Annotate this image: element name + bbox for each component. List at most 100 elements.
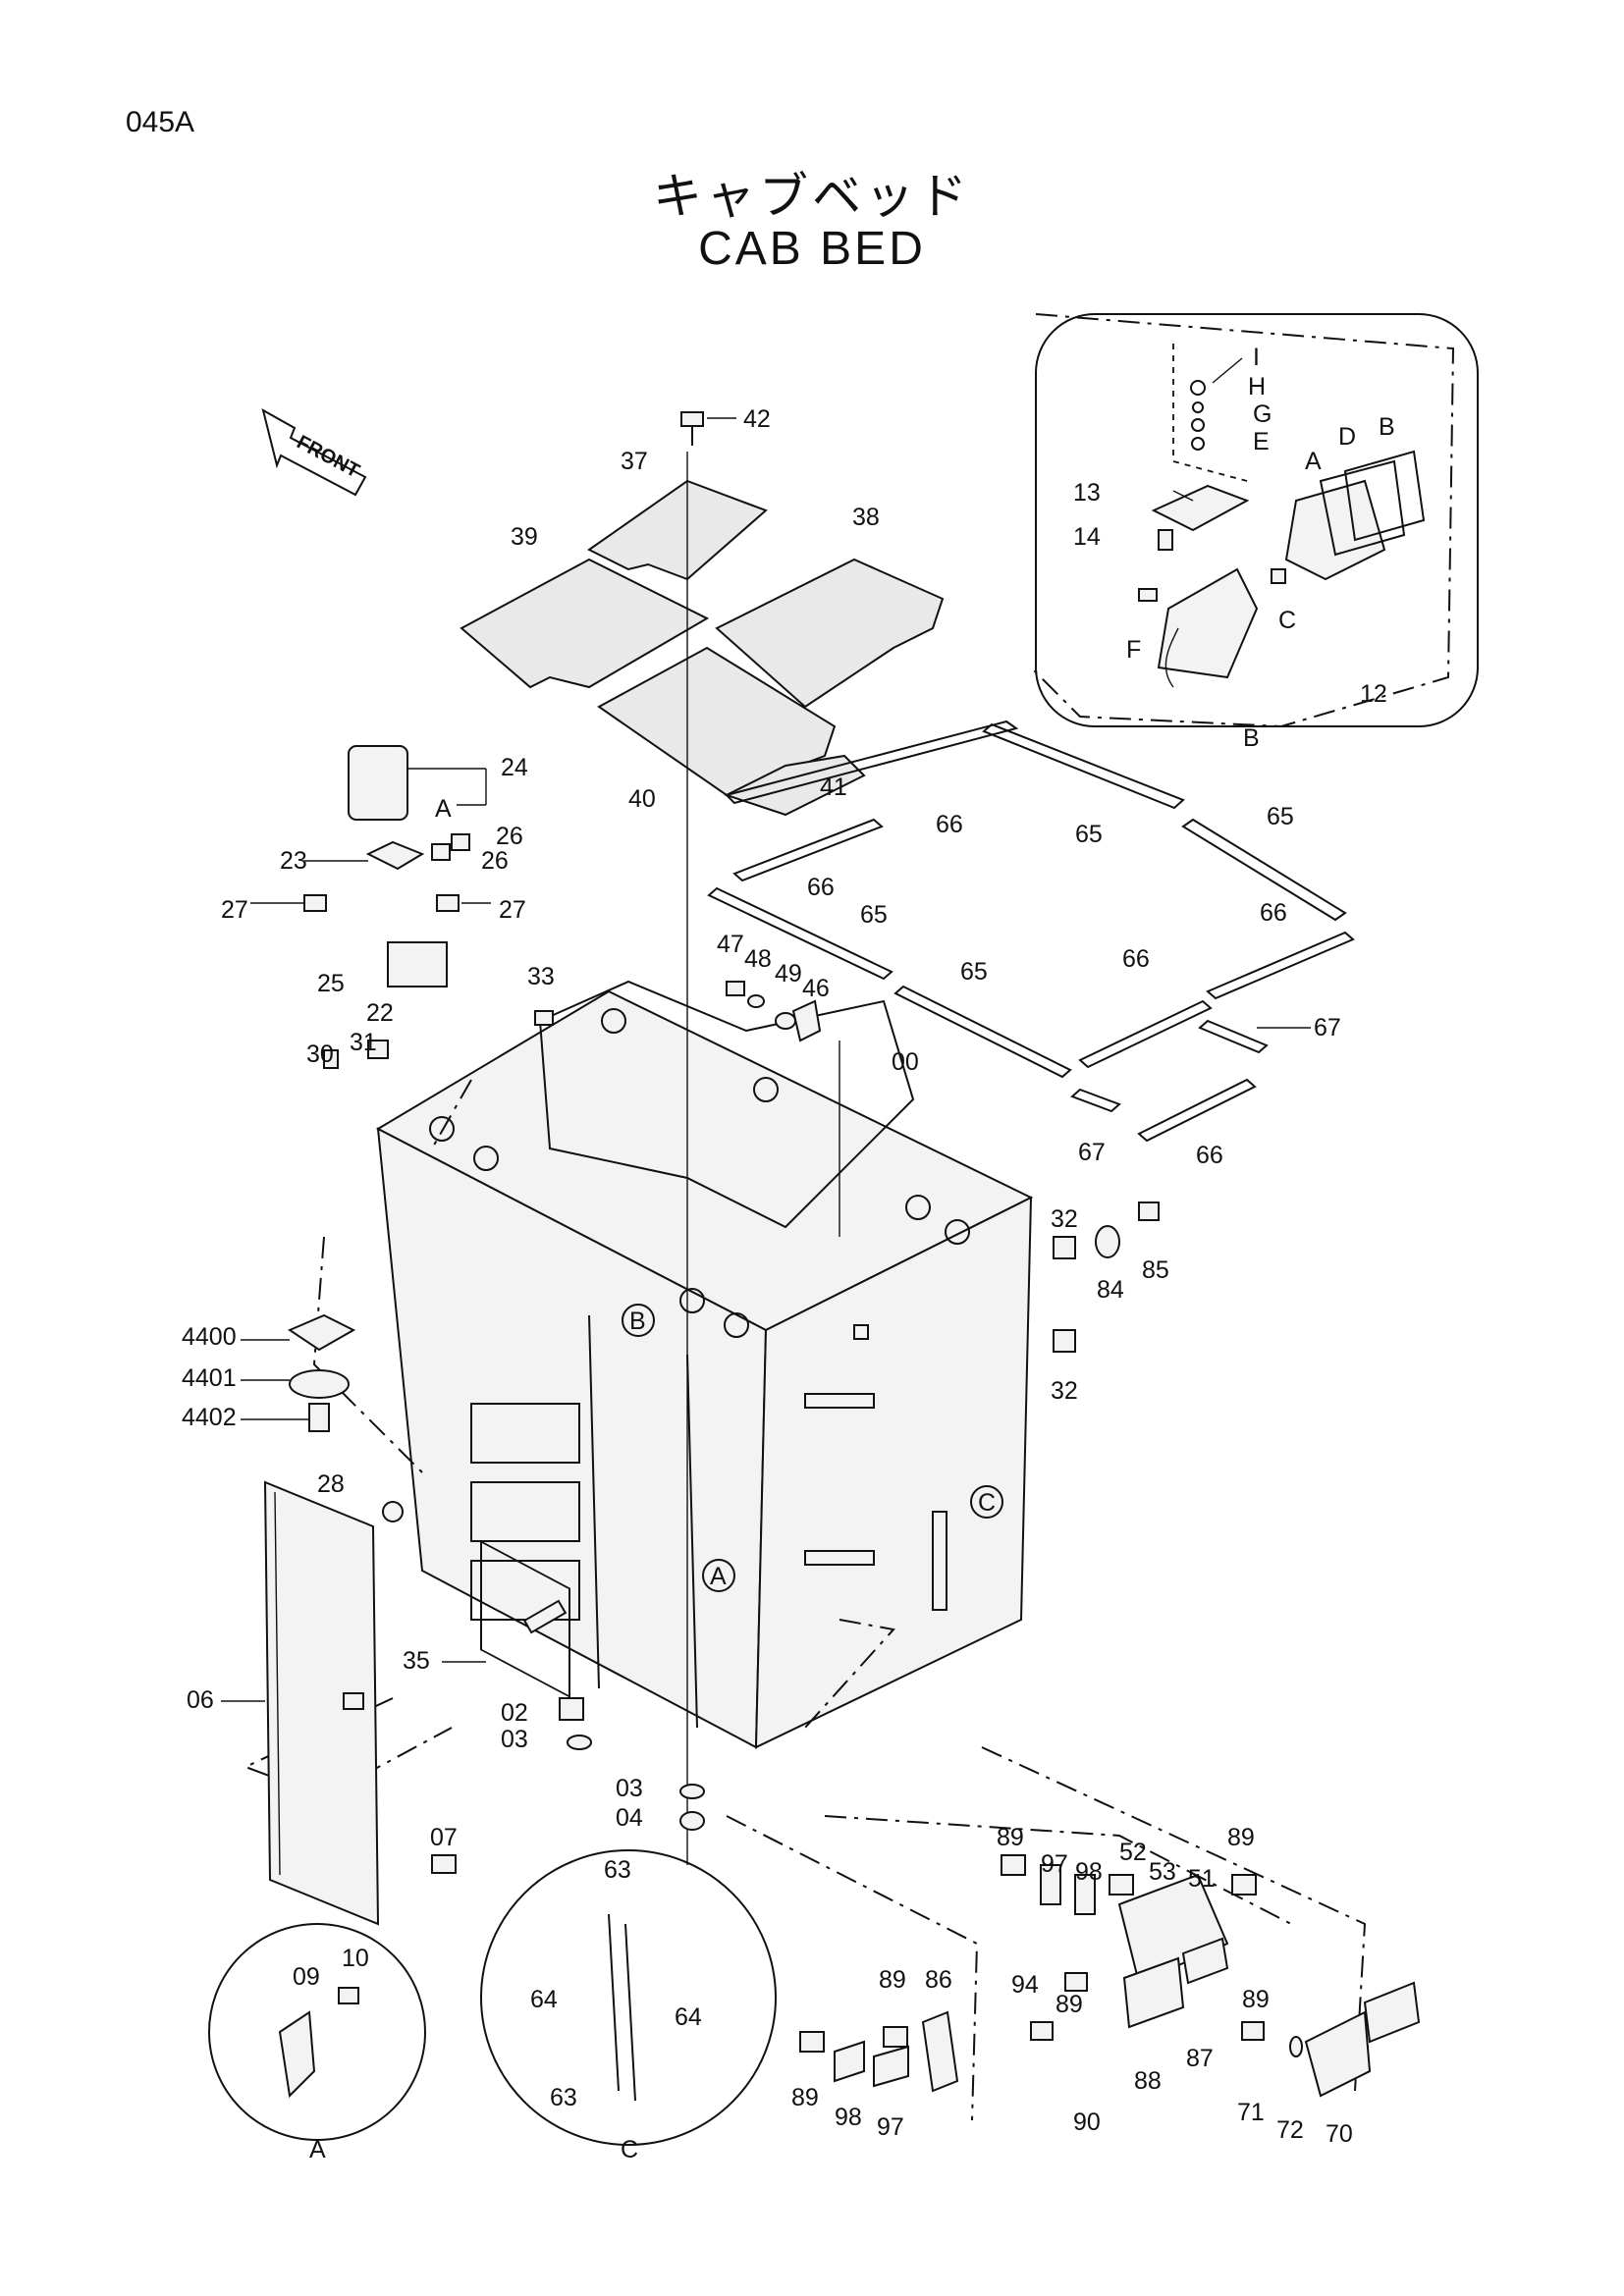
callout-33: 33 (527, 963, 555, 990)
callout-04: 04 (616, 1804, 643, 1832)
callout-38: 38 (852, 504, 880, 531)
callout-98b: 98 (835, 2104, 862, 2131)
callout-A-inset: A (1305, 448, 1322, 475)
ref-circle-b: B (622, 1304, 655, 1337)
seal-strips-icon (707, 720, 1355, 1143)
callout-03b: 03 (616, 1775, 643, 1802)
callout-53: 53 (1149, 1858, 1176, 1886)
callout-26a: 26 (496, 823, 523, 850)
callout-48: 48 (744, 945, 772, 973)
callout-G: G (1253, 400, 1272, 428)
callout-47: 47 (717, 931, 744, 958)
callout-87: 87 (1186, 2045, 1214, 2072)
callout-C-inset: C (1278, 607, 1296, 634)
callout-90: 90 (1073, 2109, 1101, 2136)
callout-27b: 27 (499, 896, 526, 924)
cab-bed-frame-icon (375, 980, 1034, 1749)
callout-63b: 63 (550, 2084, 577, 2111)
callout-67a: 67 (1314, 1014, 1341, 1041)
callout-65b: 65 (1267, 803, 1294, 830)
callout-32a: 32 (1051, 1205, 1078, 1233)
callout-30: 30 (306, 1041, 334, 1068)
callout-leaders (221, 357, 1311, 1702)
brackets-lower-right-icon (799, 1854, 1421, 2098)
callout-89d: 89 (791, 2084, 819, 2111)
front-label: FRONT (294, 431, 363, 482)
view-c-label: C (621, 2136, 638, 2163)
callout-46: 46 (802, 975, 830, 1002)
callout-97a: 97 (1041, 1850, 1068, 1878)
callout-14: 14 (1073, 523, 1101, 551)
callout-23: 23 (280, 847, 307, 875)
callout-22: 22 (366, 999, 394, 1027)
callout-37: 37 (621, 448, 648, 475)
callout-51: 51 (1188, 1865, 1216, 1893)
callout-85: 85 (1142, 1256, 1169, 1284)
floor-plate-37-icon (587, 479, 768, 581)
callout-89b: 89 (1227, 1824, 1255, 1851)
title-japanese: キャブベッド (653, 169, 971, 224)
callout-28: 28 (317, 1470, 345, 1498)
callout-67b: 67 (1078, 1139, 1106, 1166)
door-06-icon (263, 1480, 457, 1926)
callout-64b: 64 (675, 2003, 702, 2031)
callout-41: 41 (820, 774, 847, 801)
callout-94: 94 (1011, 1971, 1039, 1999)
solenoid-24-icon (303, 745, 554, 1069)
callout-07: 07 (430, 1824, 458, 1851)
callout-03a: 03 (501, 1726, 528, 1753)
callout-12: 12 (1360, 680, 1387, 708)
callout-88: 88 (1134, 2067, 1162, 2095)
callout-40: 40 (628, 785, 656, 813)
title-english: CAB BED (698, 223, 926, 275)
callout-labels: 42 37 38 39 40 41 24 23 26 26 27 27 25 2… (182, 344, 1395, 2163)
callout-89f: 89 (1242, 1986, 1270, 2013)
callout-89c: 89 (879, 1966, 906, 1994)
view-a-label: A (309, 2136, 326, 2163)
callout-63a: 63 (604, 1856, 631, 1884)
ref-circle-c: C (970, 1485, 1003, 1519)
floor-plate-39-icon (460, 558, 710, 689)
callout-B-inset: B (1379, 413, 1395, 441)
svg-text:B: B (629, 1308, 646, 1335)
callout-35: 35 (403, 1647, 430, 1675)
bracket-a-label: A (435, 795, 452, 823)
callout-49: 49 (775, 960, 802, 988)
floor-plate-38-icon (715, 558, 945, 709)
detail-circle-c (480, 1849, 777, 2146)
callout-24: 24 (501, 754, 528, 781)
callout-52: 52 (1119, 1839, 1147, 1866)
callout-64a: 64 (530, 1986, 558, 2013)
callout-27a: 27 (221, 896, 248, 924)
callout-66c: 66 (1260, 899, 1287, 927)
callout-I: I (1253, 344, 1260, 371)
bolt-42-icon (680, 411, 704, 446)
callout-84: 84 (1097, 1276, 1124, 1304)
callout-10: 10 (342, 1945, 369, 1972)
callout-98a: 98 (1075, 1858, 1103, 1886)
callout-4400: 4400 (182, 1323, 237, 1351)
callout-86: 86 (925, 1966, 952, 1994)
callout-72: 72 (1276, 2116, 1304, 2144)
callout-4401: 4401 (182, 1364, 237, 1392)
ref-circle-a: A (702, 1559, 735, 1592)
callout-F: F (1126, 636, 1141, 664)
page-code: 045A (126, 106, 195, 138)
callout-65c: 65 (860, 901, 888, 929)
front-arrow-icon: FRONT (261, 407, 367, 497)
callout-E: E (1253, 428, 1270, 455)
callout-25: 25 (317, 970, 345, 997)
svg-text:C: C (978, 1489, 996, 1517)
callout-31: 31 (350, 1029, 377, 1056)
callout-66a: 66 (936, 811, 963, 838)
callout-97b: 97 (877, 2113, 904, 2141)
callout-00: 00 (892, 1048, 919, 1076)
callout-26b: 26 (481, 847, 509, 875)
svg-text:A: A (710, 1563, 727, 1590)
callout-71: 71 (1237, 2099, 1265, 2126)
detail-circle-a (208, 1923, 426, 2141)
callout-42: 42 (743, 405, 771, 433)
callout-66b: 66 (807, 874, 835, 901)
callout-4402: 4402 (182, 1404, 237, 1431)
